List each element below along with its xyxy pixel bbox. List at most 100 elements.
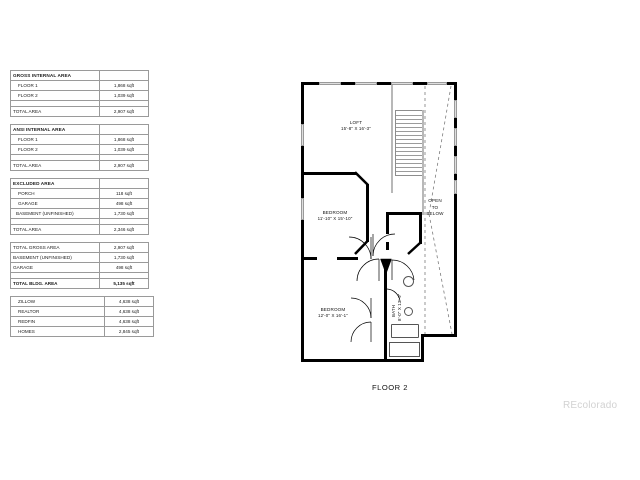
- table-cell-label: GARAGE: [10, 198, 100, 209]
- chamfer-corner-loft: [354, 171, 369, 186]
- table-cell-value: 498 sqft: [99, 262, 149, 273]
- window-right-2: [454, 128, 457, 146]
- table-cell-label: TOTAL AREA: [10, 106, 100, 117]
- table-cell-label: REALTOR: [10, 306, 105, 317]
- bedroom-1-dimensions: 11'-10" X 15'-10": [317, 216, 353, 221]
- exterior-wall-left-lower: [301, 277, 304, 362]
- table-cell-label: HOMES: [10, 326, 105, 337]
- table-cell-value: 498 sqft: [99, 198, 149, 209]
- table-cell-value: 4,638 sqft: [104, 296, 154, 307]
- table-cell-value: 4,638 sqft: [104, 306, 154, 317]
- exterior-wall-top: [301, 82, 457, 85]
- open-to-below-label: OPEN TO BELOW: [418, 198, 452, 218]
- table-cell-label: TOTAL AREA: [10, 224, 100, 235]
- window-top-2: [355, 82, 377, 85]
- window-top-1: [319, 82, 341, 85]
- toilet-fixture: [404, 307, 413, 316]
- table-cell-label: FLOOR 2: [10, 90, 100, 101]
- chamfer-corner-hall: [354, 240, 369, 255]
- interior-wall-loft-bedroom: [304, 172, 356, 175]
- bedroom-2-name: BEDROOM: [320, 307, 346, 312]
- table-cell-value: 118 sqft: [99, 188, 149, 199]
- room-label-bath-dimensions: 8'-0" X 13'-9": [397, 294, 403, 321]
- table-cell-value: 1,868 sqft: [99, 134, 149, 145]
- otb-line-2: TO: [431, 204, 439, 210]
- table-cell-value: 2,845 sqft: [104, 326, 154, 337]
- hall-junction-marker: [380, 258, 392, 275]
- interior-wall-bedroom1-right: [366, 184, 369, 242]
- table-cell-value: 5,135 sqft: [99, 278, 149, 289]
- floor-plan-drawing: LOFT 15'-8" X 16'-3" BEDROOM 11'-10" X 1…: [285, 72, 470, 372]
- table-cell-value: 2,907 sqft: [99, 106, 149, 117]
- door-hall-lower: [356, 258, 380, 282]
- stair-rail-right: [422, 110, 424, 215]
- otb-line-1: OPEN: [428, 198, 442, 203]
- table-row: BASEMENT (UNFINISHED)1,730 sqft: [10, 208, 149, 219]
- bath-name: BATH: [391, 305, 396, 317]
- door-bath: [391, 259, 415, 281]
- table-cell-value: 1,730 sqft: [99, 252, 149, 263]
- door-bedroom2-b: [350, 321, 372, 343]
- loft-name: LOFT: [349, 120, 363, 125]
- bedroom-2-dimensions: 12'-0" X 16'-1": [318, 313, 348, 318]
- window-top-3: [391, 82, 413, 85]
- table-cell-value: [99, 178, 149, 189]
- table-cell-value: 1,039 sqft: [99, 90, 149, 101]
- door-bedroom1: [348, 236, 372, 260]
- window-left-bedroom1: [301, 198, 304, 220]
- sink-fixture: [403, 276, 414, 287]
- table-cell-label: REDFIN: [10, 316, 105, 327]
- exterior-wall-lower-right-vertical: [421, 334, 424, 362]
- table-row: EXCLUDED AREA: [10, 178, 149, 189]
- table-row: ANSI INTERNAL AREA: [10, 124, 149, 135]
- table-cell-label: GARAGE: [10, 262, 100, 273]
- watermark-recolorado: REcolorado: [563, 400, 618, 411]
- table-cell-label: TOTAL GROSS AREA: [10, 242, 100, 253]
- room-label-loft: LOFT 15'-8" X 16'-3": [321, 120, 391, 132]
- loft-dimensions: 15'-8" X 16'-3": [341, 126, 371, 131]
- exterior-wall-right-bottom: [421, 334, 457, 337]
- table-cell-label: ANSI INTERNAL AREA: [10, 124, 100, 135]
- table-cell-value: 2,346 sqft: [99, 224, 149, 235]
- table-cell-label: EXCLUDED AREA: [10, 178, 100, 189]
- table-cell-value: [99, 70, 149, 81]
- table-cell-label: BASEMENT (UNFINISHED): [10, 252, 100, 263]
- staircase: [395, 110, 423, 176]
- table-cell-label: FLOOR 2: [10, 144, 100, 155]
- table-cell-value: 4,638 sqft: [104, 316, 154, 327]
- table-cell-label: GROSS INTERNAL AREA: [10, 70, 100, 81]
- table-cell-label: FLOOR 1: [10, 134, 100, 145]
- interior-wall-bath-right: [419, 212, 422, 244]
- bedroom-1-name: BEDROOM: [322, 210, 348, 215]
- stair-rail-left: [391, 85, 393, 193]
- interior-wall-bath-left-lower: [384, 268, 387, 362]
- open-to-below-hatch: [424, 85, 453, 335]
- table-cell-value: [99, 124, 149, 135]
- interior-wall-bath-divider: [386, 242, 389, 250]
- chamfer-corner-bath: [407, 242, 421, 255]
- table-cell-label: PORCH: [10, 188, 100, 199]
- room-label-bedroom-2: BEDROOM 12'-0" X 16'-1": [297, 307, 369, 319]
- table-cell-value: 1,868 sqft: [99, 80, 149, 91]
- door-bedroom2-a: [350, 297, 372, 319]
- bath-dimensions: 8'-0" X 13'-9": [397, 293, 402, 321]
- table-cell-value: 2,907 sqft: [99, 242, 149, 253]
- window-right-4: [454, 180, 457, 194]
- table-row: BASEMENT (UNFINISHED)1,730 sqft: [10, 252, 149, 263]
- otb-line-3: BELOW: [426, 211, 444, 216]
- interior-wall-bath-top: [386, 212, 422, 215]
